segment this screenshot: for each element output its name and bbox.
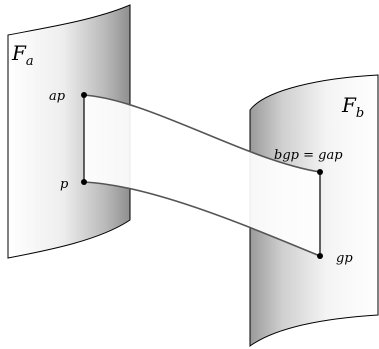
point-gp bbox=[317, 253, 323, 259]
curve-p-to-gp bbox=[83, 181, 321, 257]
point-p bbox=[81, 179, 87, 185]
point-bgp bbox=[317, 169, 323, 175]
label-sheet-a: Fa bbox=[11, 41, 34, 69]
label-sheet-b: Fb bbox=[341, 93, 364, 121]
connecting-region bbox=[84, 95, 320, 256]
sheet-a bbox=[7, 4, 131, 259]
label-point-gp: gp bbox=[336, 251, 353, 266]
label-point-bgp: bgp = gap bbox=[274, 148, 343, 163]
label-point-ap: ap bbox=[49, 89, 66, 104]
label-point-p: p bbox=[60, 177, 69, 192]
point-ap bbox=[81, 92, 87, 98]
curve-ap-to-bgp bbox=[83, 94, 321, 173]
